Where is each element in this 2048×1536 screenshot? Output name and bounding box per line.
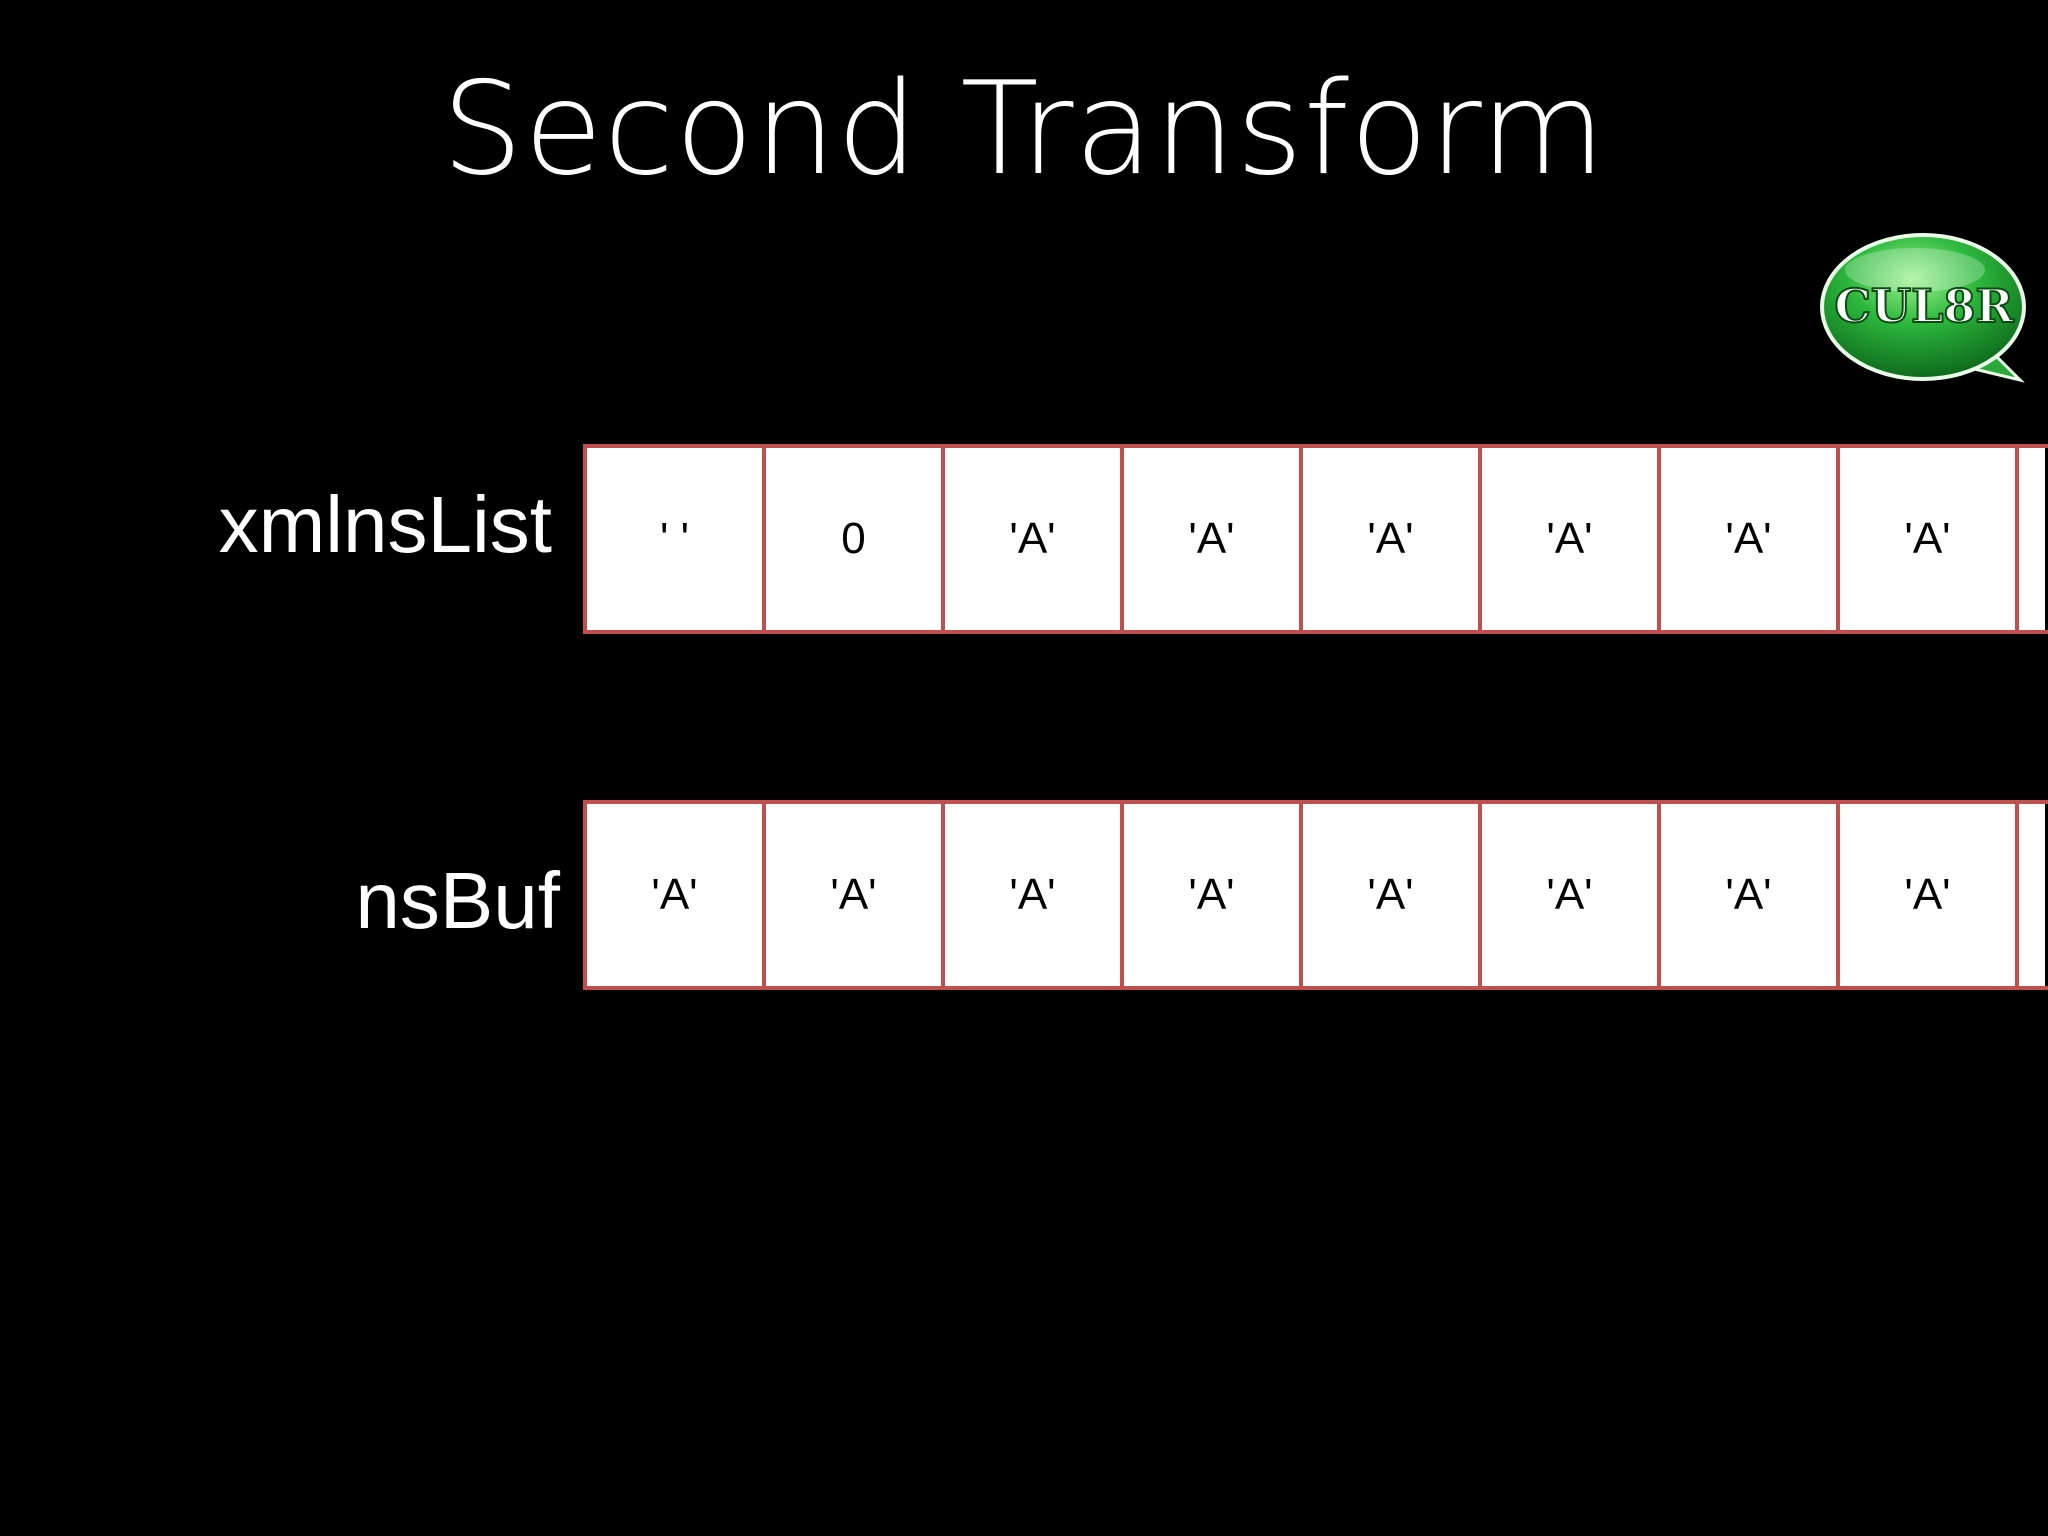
array-cell: 'A' xyxy=(583,804,762,986)
array-cell: 'A' xyxy=(1299,804,1478,986)
array-label-xmlnslist: xmlnsList xyxy=(218,480,552,569)
array-cell: 'A' xyxy=(1657,804,1836,986)
array-cell: 'A' xyxy=(1836,448,2015,630)
array-cell: 'A' xyxy=(1478,448,1657,630)
array-cell: 'A' xyxy=(1120,804,1299,986)
array-label-nsbuf: nsBuf xyxy=(355,856,560,945)
array-cell: 'A' xyxy=(1120,448,1299,630)
array-cell-cutoff xyxy=(2015,448,2045,630)
array-cell: 'A' xyxy=(1836,804,2015,986)
array-cell: 'A' xyxy=(1478,804,1657,986)
array-nsbuf: 'A' 'A' 'A' 'A' 'A' 'A' 'A' 'A' xyxy=(583,800,2048,990)
cul8r-logo-icon: CUL8R xyxy=(1820,233,2026,383)
array-cell: 'A' xyxy=(1657,448,1836,630)
array-cell: ' ' xyxy=(583,448,762,630)
array-xmlnslist: ' ' 0 'A' 'A' 'A' 'A' 'A' 'A' xyxy=(583,444,2048,634)
array-cell: 'A' xyxy=(1299,448,1478,630)
array-cell-cutoff xyxy=(2015,804,2045,986)
array-cell: 'A' xyxy=(941,448,1120,630)
logo-text: CUL8R xyxy=(1834,279,2014,333)
slide-title: Second Transform xyxy=(441,55,1607,204)
array-cell: 'A' xyxy=(762,804,941,986)
array-cell: 'A' xyxy=(941,804,1120,986)
array-cell: 0 xyxy=(762,448,941,630)
